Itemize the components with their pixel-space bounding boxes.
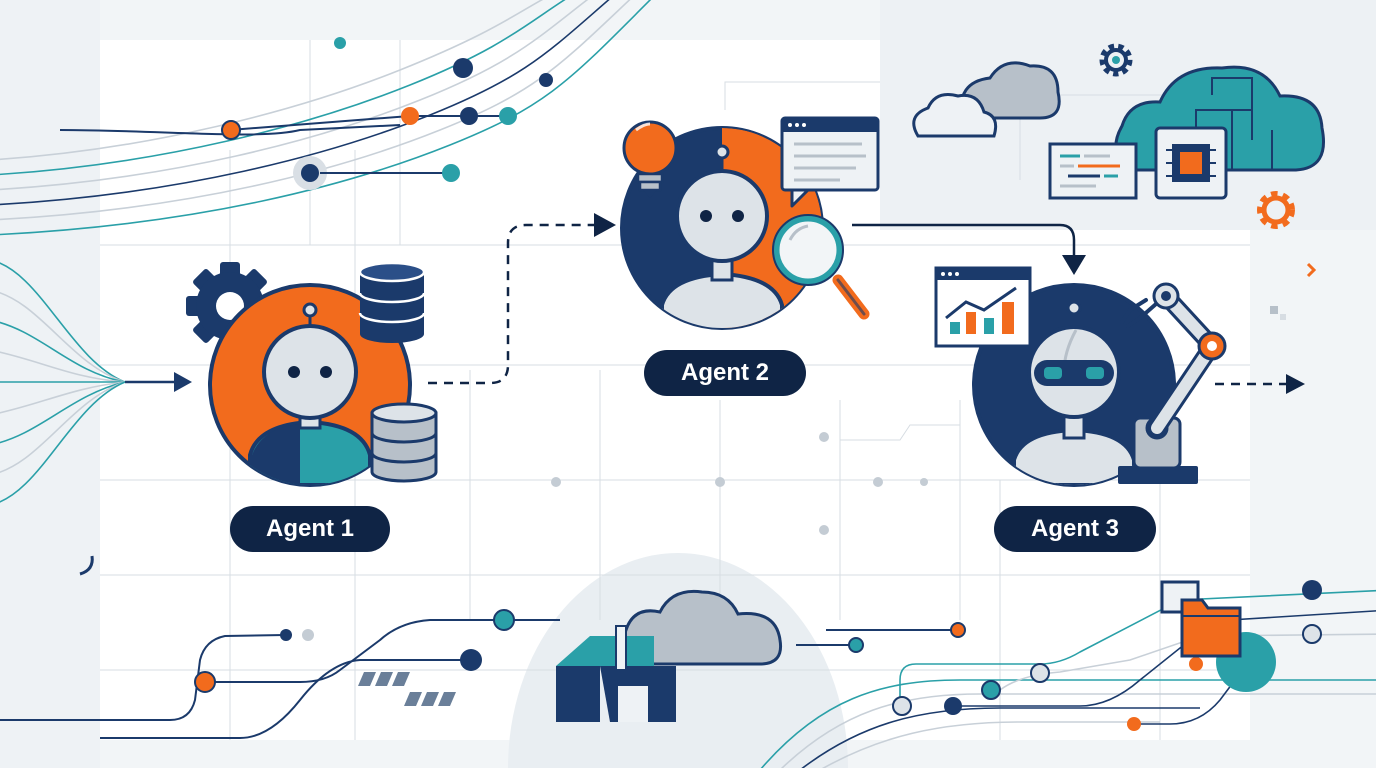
magnifier-icon	[772, 214, 870, 320]
folder-icon	[1160, 580, 1276, 692]
circuit-nodes-bottom-left	[194, 609, 515, 693]
agent-2-label: Agent 2	[644, 350, 806, 396]
agent-2-avatar	[620, 126, 824, 330]
cloud-icon-gray-small	[912, 93, 998, 138]
lightbulb-icon	[622, 120, 678, 198]
building-blocks-icon	[556, 625, 676, 722]
connector-agent1-to-agent2	[428, 213, 616, 385]
small-gear-icon-orange	[1257, 191, 1295, 229]
grid-dots	[551, 432, 928, 535]
circuit-traces-bottom-centre	[796, 629, 958, 646]
chat-window-icon	[780, 116, 880, 208]
circuit-nodes-bottom-centre	[848, 622, 966, 653]
agent-1-database-icon-top	[358, 261, 426, 343]
small-gear-icon-navy	[1099, 43, 1133, 77]
input-arrow	[125, 372, 192, 392]
converging-streams-left	[0, 262, 126, 503]
agent-1-label: Agent 1	[230, 506, 390, 552]
growth-chart-icon	[934, 266, 1032, 348]
data-stream-nodes	[221, 37, 553, 190]
robot-arm-icon	[1118, 282, 1227, 484]
decorative-marks-right	[79, 262, 1317, 576]
cloud-icon-gray-large	[959, 61, 1061, 120]
connector-agent2-to-agent3	[852, 223, 1086, 275]
agent-3-label: Agent 3	[994, 506, 1156, 552]
output-arrow	[1215, 374, 1305, 394]
data-blocks	[358, 672, 456, 706]
data-streams-top	[0, 0, 652, 236]
agent-1-avatar	[208, 283, 412, 487]
data-streams-bottom-right	[760, 589, 1376, 768]
agent-1-database-icon-bottom	[370, 402, 438, 483]
code-window-icon	[1048, 142, 1138, 200]
chip-icon	[1154, 126, 1228, 200]
circuit-nodes-bottom-right	[892, 580, 1322, 731]
